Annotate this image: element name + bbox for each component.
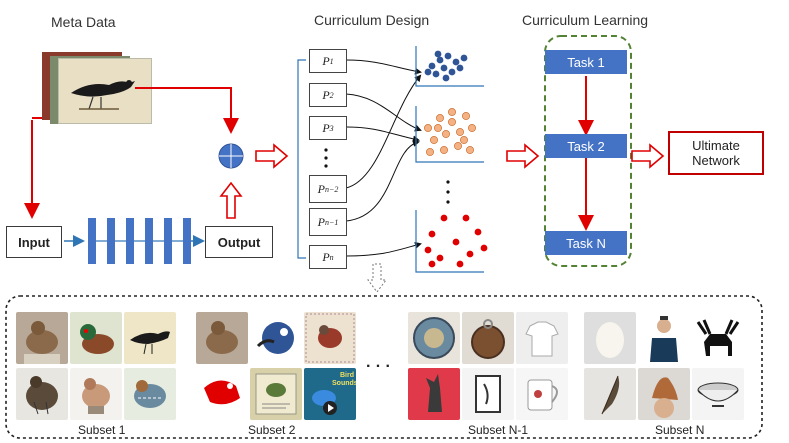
subset1-thumb-grouse [16,368,68,420]
ultimate-line1: Ultimate [692,138,740,153]
bird-sounds-caption: Bird Sounds [332,372,356,387]
task-1-box: Task 1 [545,50,627,74]
task-n-box: Task N [545,231,627,255]
curriculum-design-title: Curriculum Design [314,12,430,28]
subset1-thumb-quail [16,312,68,364]
meta-data-bird-image [58,58,152,124]
subset1-thumb-sketch-bird [70,368,122,420]
p-list-bracket [297,59,306,259]
subset1-thumb-blackbird [124,312,176,364]
subset2-thumb-book-page [250,368,302,420]
design-to-subsets-hollow-arrow [367,263,387,293]
scatter-ellipsis [446,180,450,204]
p-to-scatter-curves [345,59,422,257]
subsetn-thumb-bowl [692,368,744,420]
subsetn-thumb-feather [584,368,636,420]
output-to-combiner-hollow-arrow [219,181,243,219]
subsetn1-thumb-coin [462,312,514,364]
subsetn-thumb-person [638,312,690,364]
scatter-cluster-blue [424,50,468,82]
subsetn1-thumb-frame [462,368,514,420]
scatter-cluster-orange [424,108,476,156]
subsetn1-thumb-tshirt [516,312,568,364]
bird-illustration [71,80,135,110]
subsetn1-thumb-figurine [408,368,460,420]
neural-network [88,218,191,264]
subset-2-label: Subset 2 [248,423,296,437]
subset1-thumb-partridge [124,368,176,420]
subset-n-label: Subset N [655,423,705,437]
subset1-thumb-wood-duck [70,312,122,364]
subsetn-thumb-hat [638,368,690,420]
subsets-ellipsis: · · · [366,358,391,375]
curriculum-learning-title: Curriculum Learning [522,12,649,28]
meta-to-combiner-arrow [135,87,239,134]
subset2-thumb-bird-sounds-video: Bird Sounds [304,368,356,420]
design-to-learning-hollow-arrow [506,143,540,169]
subsetn1-thumb-plate [408,312,460,364]
combiner-to-design-hollow-arrow [255,143,289,169]
scatter-axes [415,46,484,273]
subsets-frame [5,295,763,439]
subset2-thumb-clipart-red-bird [196,368,248,420]
p-list-ellipsis [324,148,328,168]
combiner-node [218,143,244,169]
learning-to-ultimate-hollow-arrow [631,143,665,169]
subsetn-thumb-moose-logo [692,312,744,364]
subset2-thumb-clipart-blue-bird [250,312,302,364]
subset-1-label: Subset 1 [78,423,126,437]
ultimate-line2: Network [692,153,740,168]
subsetn1-thumb-mug [516,368,568,420]
subsetn-thumb-egg [584,312,636,364]
subset-n-minus-1-label: Subset N-1 [468,423,529,437]
subset2-thumb-stamp [304,312,356,364]
input-box: Input [6,226,62,258]
task-2-box: Task 2 [545,134,627,158]
scatter-cluster-red [423,213,489,269]
meta-data-title: Meta Data [51,14,116,30]
subset2-thumb-quail [196,312,248,364]
output-box: Output [205,226,273,258]
